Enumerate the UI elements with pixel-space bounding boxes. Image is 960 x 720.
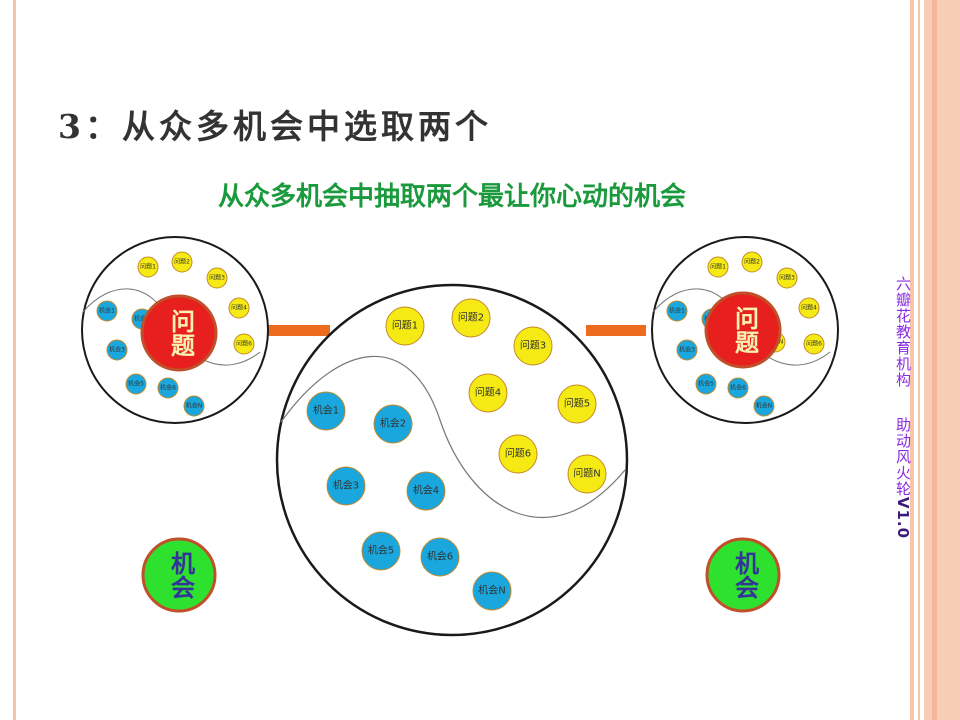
- main-problem-node-3-circle: [513, 326, 553, 366]
- left-mini-problem-node-1-circle: [137, 256, 159, 278]
- right-mini-opportunity-node-6-label: 机会N: [756, 402, 773, 410]
- left-border-rule: [13, 0, 16, 720]
- slide-title: 3：从众多机会中选取两个: [58, 107, 492, 146]
- main-opportunity-node-7-label: 机会N: [478, 584, 505, 597]
- left-opportunity-badge-label: 机会: [167, 551, 196, 600]
- left-mini-problem-node-4-circle: [228, 297, 250, 319]
- left-opportunity-badge-circle: [141, 537, 217, 613]
- main-problem-node-5-label: 问题5: [564, 397, 590, 410]
- main-circle-divider: [280, 355, 626, 518]
- right-mini-opportunity-node-5-circle: [727, 377, 749, 399]
- right-mini-problem-node-4-circle: [798, 297, 820, 319]
- side-branding: 六瓣花教育机构 助动风火轮V1.0: [893, 276, 914, 539]
- left-mini-problem-node-5-circle: [233, 333, 255, 355]
- right-mini-diagram: 问题1问题2问题3问题4问题6问题N机会1机会2机会3机会5机会6机会N 问题: [651, 236, 839, 424]
- main-opportunity-node-6-circle: [420, 537, 460, 577]
- left-mini-problem-node-3-label: 问题3: [209, 274, 225, 282]
- left-mini-problem-node-2-label: 问题2: [174, 258, 190, 266]
- main-opportunity-node-4-label: 机会4: [413, 484, 439, 497]
- left-mini-problem-node-1-label: 问题1: [140, 263, 156, 271]
- right-problem-badge-circle: [704, 291, 782, 369]
- main-opportunity-node-1-label: 机会1: [313, 404, 339, 417]
- main-opportunity-node-5-label: 机会5: [368, 544, 394, 557]
- main-problem-node-4-circle: [468, 373, 508, 413]
- left-mini-opportunity-node-4-label: 机会5: [128, 380, 144, 388]
- main-circle-nodes: 问题1 问题2 问题3 问题4 问题5 问题6 问题N 机会1 机会2 机会3 机会4 机会5 机会6 机…: [306, 298, 607, 611]
- left-mini-opportunity-node-5-circle: [157, 377, 179, 399]
- right-problem-badge-label: 问题: [731, 306, 760, 355]
- side-version: V1.0: [894, 496, 912, 540]
- main-problem-node-4-label: 问题4: [475, 386, 501, 399]
- right-mini-opportunity-node-5-label: 机会6: [730, 384, 746, 392]
- main-opportunity-node-3-circle: [326, 466, 366, 506]
- right-opportunity-badge-label: 机会: [731, 551, 760, 600]
- right-opportunity-badge-circle: [705, 537, 781, 613]
- left-mini-opportunity-node-1-circle: [96, 300, 118, 322]
- main-problem-node-2-circle: [451, 298, 491, 338]
- left-mini-opportunity-node-4-circle: [125, 373, 147, 395]
- right-mini-problem-node-5-label: 问题6: [806, 340, 822, 348]
- main-opportunity-node-5-circle: [361, 531, 401, 571]
- main-problem-node-1-label: 问题1: [392, 319, 418, 332]
- left-mini-problem-node-4-label: 问题4: [231, 304, 247, 312]
- left-mini-opportunity-node-3-circle: [106, 339, 128, 361]
- right-mini-problem-node-2-label: 问题2: [744, 258, 760, 266]
- main-opportunity-node-2-circle: [373, 404, 413, 444]
- main-problem-node-6-circle: [498, 434, 538, 474]
- right-mini-problem-node-1-label: 问题1: [710, 263, 726, 271]
- main-opportunity-node-7-circle: [472, 571, 512, 611]
- main-problem-node-7-circle: [567, 454, 607, 494]
- side-tool: 助动风火轮: [894, 416, 912, 497]
- left-mini-opportunity-node-5-label: 机会6: [160, 384, 176, 392]
- main-problem-node-2-label: 问题2: [458, 311, 484, 324]
- left-mini-diagram: 问题1问题2问题3问题4问题6问题N机会1机会2机会3机会5机会6机会N 问题: [81, 236, 269, 424]
- right-mini-opportunity-node-1-label: 机会1: [669, 307, 685, 315]
- left-mini-problem-node-2-circle: [171, 251, 193, 273]
- main-problem-node-3-label: 问题3: [520, 339, 546, 352]
- right-mini-problem-node-3-label: 问题3: [779, 274, 795, 282]
- left-mini-opportunity-node-3-label: 机会3: [109, 346, 125, 354]
- main-opportunity-node-4-circle: [406, 471, 446, 511]
- right-mini-opportunity-node-3-label: 机会3: [679, 346, 695, 354]
- main-opportunity-node-3-label: 机会3: [333, 479, 359, 492]
- right-mini-opportunity-node-4-label: 机会5: [698, 380, 714, 388]
- right-mini-problem-node-3-circle: [776, 267, 798, 289]
- left-mini-opportunity-node-1-label: 机会1: [99, 307, 115, 315]
- right-mini-problem-node-4-label: 问题4: [801, 304, 817, 312]
- main-opportunity-node-6-label: 机会6: [427, 550, 453, 563]
- slide-subtitle: 从众多机会中抽取两个最让你心动的机会: [217, 182, 686, 212]
- right-mini-opportunity-node-4-circle: [695, 373, 717, 395]
- left-mini-nodes: 问题1问题2问题3问题4问题6问题N机会1机会2机会3机会5机会6机会N: [96, 251, 255, 417]
- right-mini-opportunity-node-6-circle: [753, 395, 775, 417]
- right-connector: [586, 325, 646, 336]
- left-connector: [268, 325, 330, 336]
- main-problem-node-1-circle: [385, 306, 425, 346]
- left-mini-problem-node-3-circle: [206, 267, 228, 289]
- main-opportunity-node-1-circle: [306, 391, 346, 431]
- main-opportunity-node-2-label: 机会2: [380, 417, 406, 430]
- left-mini-opportunity-node-2-label: 机会2: [134, 315, 150, 323]
- side-org: 六瓣花教育机构: [894, 276, 912, 388]
- left-mini-problem-node-5-label: 问题6: [236, 340, 252, 348]
- right-mini-problem-node-2-circle: [741, 251, 763, 273]
- main-problem-node-5-circle: [557, 384, 597, 424]
- right-border-stripes: [910, 0, 960, 720]
- right-mini-problem-node-1-circle: [707, 256, 729, 278]
- right-mini-problem-node-5-circle: [803, 333, 825, 355]
- left-mini-opportunity-node-6-circle: [183, 395, 205, 417]
- left-problem-badge-circle: [140, 294, 218, 372]
- right-mini-opportunity-node-1-circle: [666, 300, 688, 322]
- left-mini-opportunity-node-6-label: 机会N: [186, 402, 203, 410]
- left-problem-badge-label: 问题: [167, 309, 196, 358]
- main-problem-node-6-label: 问题6: [505, 447, 531, 460]
- right-mini-opportunity-node-3-circle: [676, 339, 698, 361]
- main-problem-node-7-label: 问题N: [573, 467, 600, 480]
